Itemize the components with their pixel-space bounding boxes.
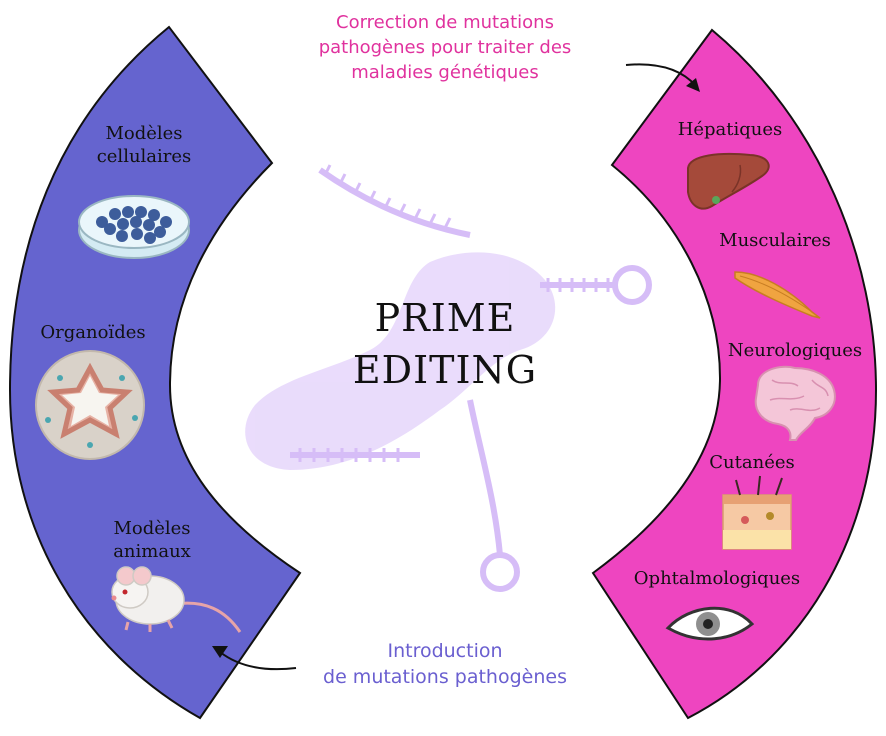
top-caption-line1: Correction de mutations (336, 12, 554, 33)
title-line1: PRIME (374, 296, 516, 340)
dna-horizontal-teeth (298, 448, 400, 462)
title-line2: EDITING (352, 348, 538, 392)
petri-dish-icon (78, 195, 190, 259)
bottom-caption-line2: de mutations pathogènes (323, 666, 567, 688)
right-crescent-panel (591, 28, 878, 720)
label-animal-models-line2: animaux (113, 541, 191, 562)
label-animal-models-line1: Modèles (113, 518, 191, 539)
liver-icon (687, 152, 770, 210)
label-organoids: Organoïdes (40, 322, 146, 343)
label-cell-models-line1: Modèles (105, 123, 183, 144)
left-crescent-panel (8, 25, 302, 720)
skin-icon (722, 475, 792, 550)
muscle-icon (734, 271, 821, 319)
stem-loop-bottom (467, 399, 503, 556)
arrow-top-right-icon (625, 63, 700, 92)
label-hepatic: Hépatiques (677, 119, 783, 140)
arrow-bottom-left-icon (212, 646, 297, 671)
label-muscular: Musculaires (719, 230, 831, 251)
mouse-icon (111, 566, 242, 633)
pegrna-strand (318, 167, 471, 238)
top-caption-line2: pathogènes pour traiter des (318, 37, 572, 58)
label-neurological: Neurologiques (727, 340, 863, 361)
label-ophthalmologic: Ophtalmologiques (633, 568, 801, 589)
pegrna-teeth (323, 164, 452, 229)
prime-editor-complex-graphic (245, 164, 652, 592)
bottom-caption-line1: Introduction (387, 640, 503, 662)
stem-loop-right-teeth (546, 278, 610, 292)
loop-bottom-circle (480, 552, 520, 592)
top-caption-line3: maladies génétiques (351, 62, 539, 83)
eye-icon (665, 606, 755, 641)
label-cell-models-line2: cellulaires (96, 146, 192, 167)
cas9-protein-shape (245, 252, 556, 470)
organoid-icon (35, 350, 145, 460)
loop-right-circle (612, 265, 652, 305)
label-cutaneous: Cutanées (709, 452, 795, 473)
brain-icon (754, 365, 836, 441)
